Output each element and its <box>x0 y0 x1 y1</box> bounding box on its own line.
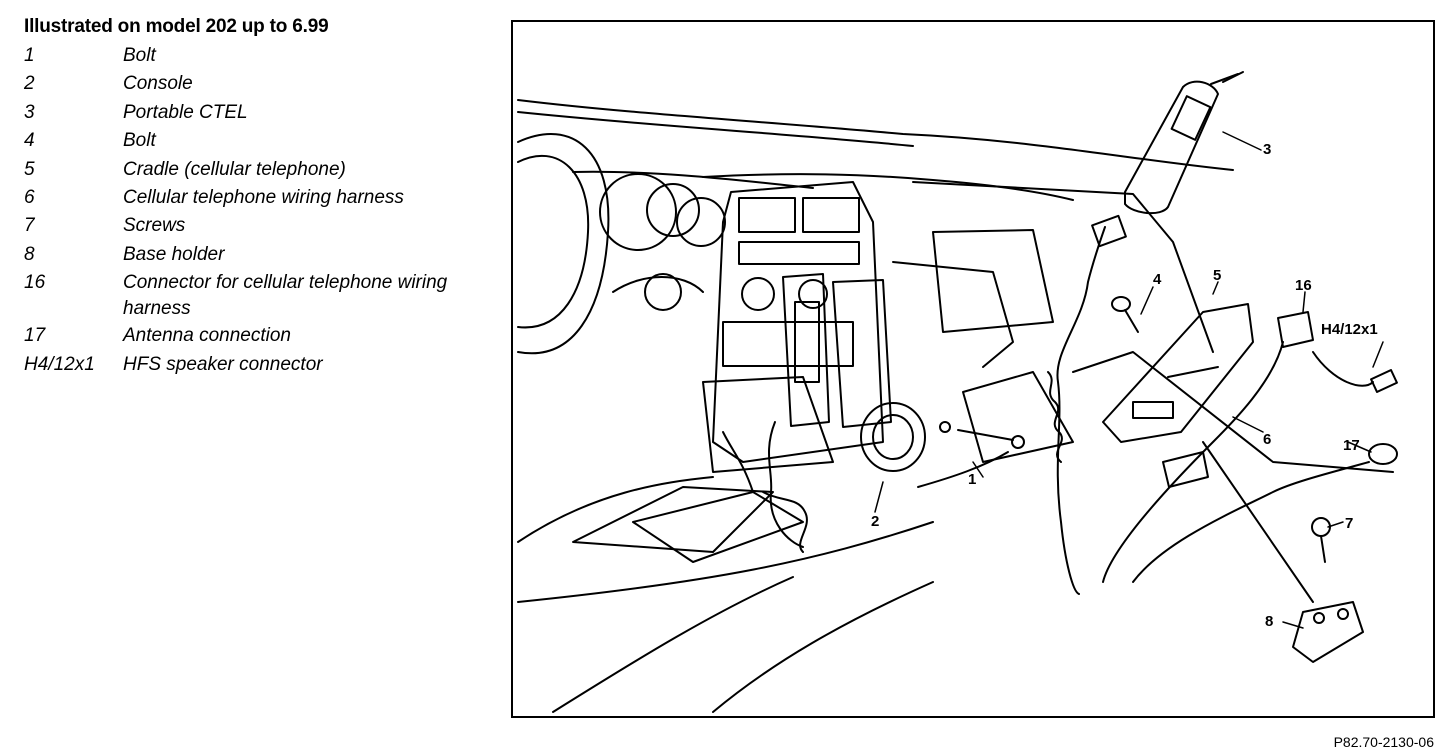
legend-item: 4 Bolt <box>24 127 494 155</box>
antenna-connection <box>1132 443 1398 583</box>
legend-key: H4/12x1 <box>24 353 95 375</box>
callout-16: 16 <box>1295 277 1312 294</box>
figure-reference: P82.70-2130-06 <box>1333 734 1434 750</box>
base-holder <box>1202 441 1364 663</box>
instrument-cluster <box>599 173 726 311</box>
center-console <box>572 181 884 563</box>
legend-text: Screws <box>123 215 186 237</box>
legend-item: 2 Console <box>24 70 494 98</box>
callout-7: 7 <box>1345 515 1353 532</box>
legend-item: 6 Cellular telephone wiring harness <box>24 184 494 212</box>
legend-text: Base holder <box>123 243 225 265</box>
legend-key: 7 <box>24 215 35 237</box>
legend-text: Cradle (cellular telephone) <box>123 158 346 180</box>
legend-title: Illustrated on model 202 up to 6.99 <box>24 16 329 37</box>
callout-4: 4 <box>1153 271 1162 288</box>
callout-5: 5 <box>1213 267 1221 284</box>
legend-item: 1 Bolt <box>24 42 494 70</box>
steering-wheel <box>517 133 610 355</box>
legend-key: 8 <box>24 243 35 265</box>
legend-key: 2 <box>24 73 35 95</box>
phone-cable <box>1047 214 1127 595</box>
dashboard-illustration: 3 4 5 16 H4/12x1 6 17 7 8 1 2 <box>517 71 1398 713</box>
legend-item: 17 Antenna connection <box>24 322 494 350</box>
legend-item: 5 Cradle (cellular telephone) <box>24 156 494 184</box>
callout-6: 6 <box>1263 431 1271 448</box>
bolt-1 <box>939 421 1025 449</box>
callout-17: 17 <box>1343 437 1360 454</box>
portable-ctel <box>1124 71 1244 215</box>
legend-text: Portable CTEL <box>123 101 248 123</box>
legend-text: Connector for cellular telephone wiring … <box>123 272 448 320</box>
legend-text: Bolt <box>123 130 156 152</box>
legend-text: Console <box>123 73 193 95</box>
legend-item: 8 Base holder <box>24 241 494 269</box>
connector-16 <box>1102 311 1398 583</box>
legend-text: Antenna connection <box>123 325 291 347</box>
legend-text: Cellular telephone wiring harness <box>123 187 404 209</box>
callout-8: 8 <box>1265 613 1273 630</box>
legend-key: 4 <box>24 130 35 152</box>
screw-7 <box>1311 517 1331 563</box>
figure-frame: 3 4 5 16 H4/12x1 6 17 7 8 1 2 <box>511 20 1435 718</box>
legend-text: Bolt <box>123 45 156 66</box>
legend-key: 3 <box>24 101 35 123</box>
callout-h4: H4/12x1 <box>1321 321 1378 338</box>
legend-item: 16 Connector for cellular telephone wirin… <box>24 269 494 322</box>
callout-2: 2 <box>871 513 879 530</box>
callout-3: 3 <box>1263 141 1271 158</box>
legend-key: 5 <box>24 158 35 180</box>
legend-item: 7 Screws <box>24 212 494 240</box>
legend-key: 1 <box>24 45 35 66</box>
passenger-dash <box>860 229 1074 488</box>
legend-key: 16 <box>24 272 46 294</box>
leader-lines <box>874 131 1384 629</box>
legend-key: 6 <box>24 187 35 209</box>
legend-item: 3 Portable CTEL <box>24 99 494 127</box>
legend-item: H4/12x1 HFS speaker connector <box>24 351 494 379</box>
bolt-4 <box>1111 296 1139 333</box>
dashboard-outline <box>517 99 1394 713</box>
callout-1: 1 <box>968 471 976 488</box>
legend-key: 17 <box>24 325 46 347</box>
cradle <box>1102 303 1254 488</box>
mounted-handset <box>762 273 892 553</box>
legend-text: HFS speaker connector <box>123 353 323 375</box>
